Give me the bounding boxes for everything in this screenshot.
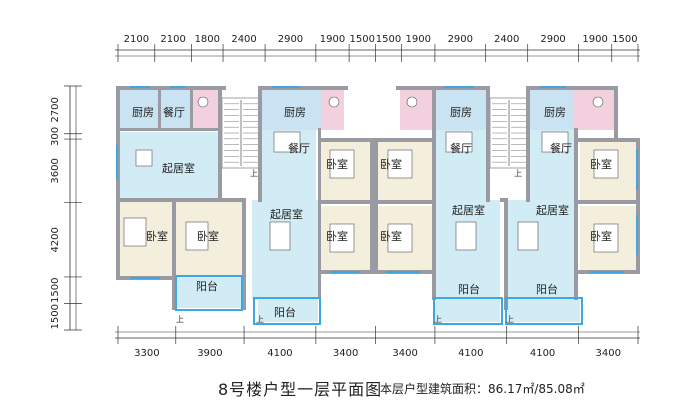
bath-3: [400, 90, 434, 130]
room-label-dining-4: 餐厅: [550, 141, 572, 155]
stair-up-label-1: 上: [250, 169, 258, 178]
balcony-2: [258, 300, 318, 322]
kitchen-3: [434, 90, 486, 130]
room-label-bedroom-3a: 卧室: [380, 157, 402, 171]
bottom-dimension-1: 3300: [134, 348, 159, 359]
entry-up-label-2: 上: [256, 315, 264, 324]
bottom-dimension-6: 4100: [458, 348, 483, 359]
bath-2: [322, 90, 344, 130]
top-dimension-5: 2900: [278, 34, 303, 45]
area-note: 本层户型建筑面积：86.17㎡/85.08㎡: [380, 382, 585, 396]
top-dimension-14: 1500: [612, 34, 637, 45]
room-label-living-4: 起居室: [536, 203, 569, 217]
room-label-balcony-3: 阳台: [458, 282, 480, 296]
bottom-dimension-2: 3900: [197, 348, 222, 359]
balcony-4: [508, 300, 580, 322]
balcony-3: [434, 300, 500, 322]
room-label-kitchen-1: 厨房: [132, 106, 154, 119]
room-label-bedroom-1b: 卧室: [197, 229, 219, 243]
top-dimension-3: 1800: [195, 34, 220, 45]
top-dimension-2: 2100: [160, 34, 185, 45]
bottom-dimension-7: 4100: [530, 348, 555, 359]
bottom-dimension-8: 3400: [596, 348, 621, 359]
room-label-bedroom-4b: 卧室: [590, 229, 612, 243]
room-label-kitchen-3: 厨房: [450, 106, 472, 119]
balcony-1: [176, 276, 242, 308]
top-dimension-1: 2100: [124, 34, 149, 45]
room-label-living-1: 起居室: [162, 161, 195, 175]
room-label-living-3: 起居室: [452, 203, 485, 217]
room-label-bedroom-1a: 卧室: [146, 229, 168, 243]
caption: 8号楼户型一层平面图 本层户型建筑面积：86.17㎡/85.08㎡: [0, 376, 700, 406]
room-label-balcony-2: 阳台: [274, 305, 296, 319]
left-dimension-5: 1500: [50, 277, 61, 302]
entry-up-label-3: 上: [434, 315, 442, 324]
top-dimension-13: 1900: [582, 34, 607, 45]
top-dimension-12: 2900: [540, 34, 565, 45]
room-label-dining-2: 餐厅: [288, 141, 310, 155]
bottom-dimension-5: 3400: [392, 348, 417, 359]
entry-up-label-1: 上: [176, 315, 184, 324]
top-dimension-8: 1500: [376, 34, 401, 45]
room-label-bedroom-2b: 卧室: [326, 229, 348, 243]
room-label-bedroom-4a: 卧室: [590, 157, 612, 171]
top-dimension-4: 2400: [231, 34, 256, 45]
top-dimension-11: 2400: [494, 34, 519, 45]
room-label-dining-3: 餐厅: [450, 141, 472, 155]
top-dimension-9: 1900: [406, 34, 431, 45]
stair-up-label-2: 上: [514, 169, 522, 178]
kitchen-4: [530, 90, 574, 130]
bottom-dimension-4: 3400: [333, 348, 358, 359]
left-dimension-4: 4200: [50, 227, 61, 252]
entry-up-label-4: 上: [506, 315, 514, 324]
left-dimension-2: 300: [50, 127, 61, 146]
left-dimension-6: 1500: [50, 304, 61, 329]
furniture: [123, 96, 619, 253]
top-dimension-7: 1500: [350, 34, 375, 45]
left-dimension-3: 3600: [50, 158, 61, 183]
room-label-balcony-1: 阳台: [196, 279, 218, 293]
bath-4: [574, 90, 614, 130]
room-label-bedroom-3b: 卧室: [380, 229, 402, 243]
dining-1: [160, 90, 192, 130]
kitchen-2: [262, 90, 322, 130]
windows: [116, 86, 638, 325]
room-label-kitchen-4: 厨房: [544, 106, 566, 119]
kitchen-1: [120, 90, 160, 130]
room-label-living-2: 起居室: [270, 207, 303, 221]
top-dimension-6: 1900: [320, 34, 345, 45]
drawing-title: 8号楼户型一层平面图: [218, 380, 383, 399]
left-dimension-1: 2700: [50, 97, 61, 122]
walls: [116, 86, 640, 310]
room-label-balcony-4: 阳台: [536, 282, 558, 296]
room-label-bedroom-2a: 卧室: [326, 157, 348, 171]
room-label-kitchen-2: 厨房: [284, 106, 306, 119]
top-dimension-10: 2900: [448, 34, 473, 45]
bath-1: [192, 90, 220, 130]
room-label-dining-1: 餐厅: [163, 105, 185, 119]
bottom-dimension-3: 4100: [267, 348, 292, 359]
